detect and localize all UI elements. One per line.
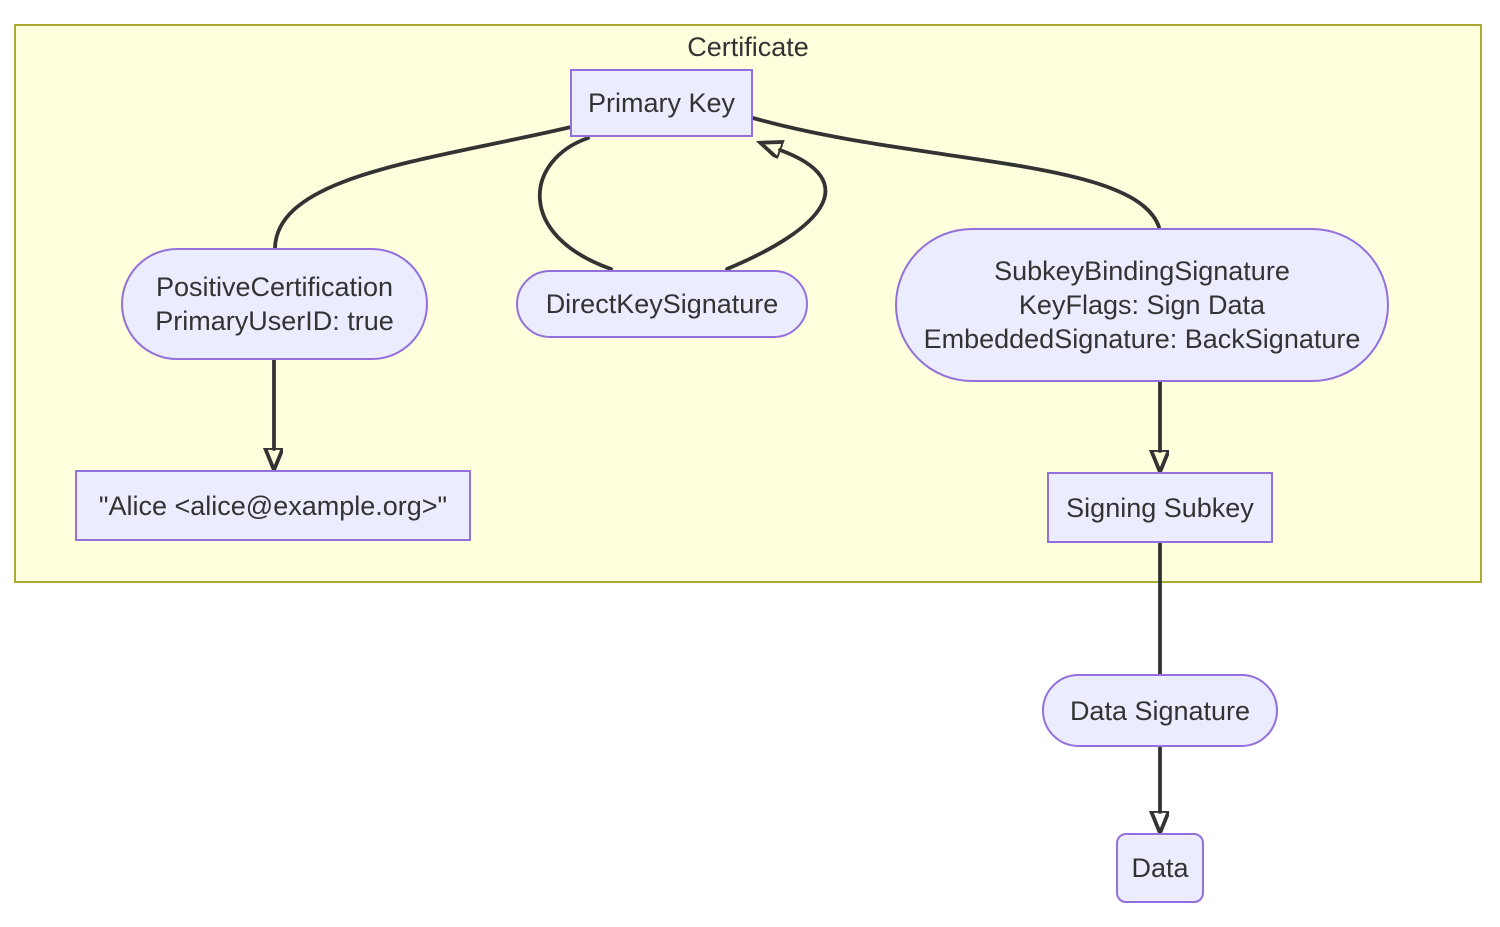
node-primary-key: Primary Key	[570, 69, 753, 137]
node-signing-subkey-label: Signing Subkey	[1066, 492, 1254, 523]
node-direct-key-signature-label: DirectKeySignature	[545, 289, 779, 319]
node-positive-certification-label: PositiveCertification PrimaryUserID: tru…	[155, 272, 394, 336]
node-data-label: Data	[1131, 853, 1189, 883]
node-positive-certification: PositiveCertification PrimaryUserID: tru…	[121, 248, 428, 360]
node-data: Data	[1116, 833, 1204, 903]
node-user-id-label: "Alice <alice@example.org>"	[98, 490, 448, 521]
node-direct-key-signature: DirectKeySignature	[516, 270, 808, 338]
edge-primary-key-to-subkey-binding-signature	[751, 116, 1161, 229]
node-signing-subkey: Signing Subkey	[1047, 472, 1273, 543]
node-data-signature: Data Signature	[1042, 674, 1278, 747]
edge-primary-key-to-direct-key-signature	[537, 136, 613, 271]
node-user-id: "Alice <alice@example.org>"	[75, 470, 471, 541]
node-subkey-binding-signature: SubkeyBindingSignature KeyFlags: Sign Da…	[895, 228, 1389, 382]
edge-primary-key-to-positive-certification	[273, 125, 573, 250]
node-data-signature-label: Data Signature	[1069, 695, 1251, 726]
certificate-cluster-title: Certificate	[687, 32, 809, 62]
edge-direct-key-signature-to-primary-key	[725, 150, 828, 271]
node-primary-key-label: Primary Key	[587, 88, 736, 118]
node-subkey-binding-signature-label: SubkeyBindingSignature KeyFlags: Sign Da…	[923, 256, 1361, 354]
